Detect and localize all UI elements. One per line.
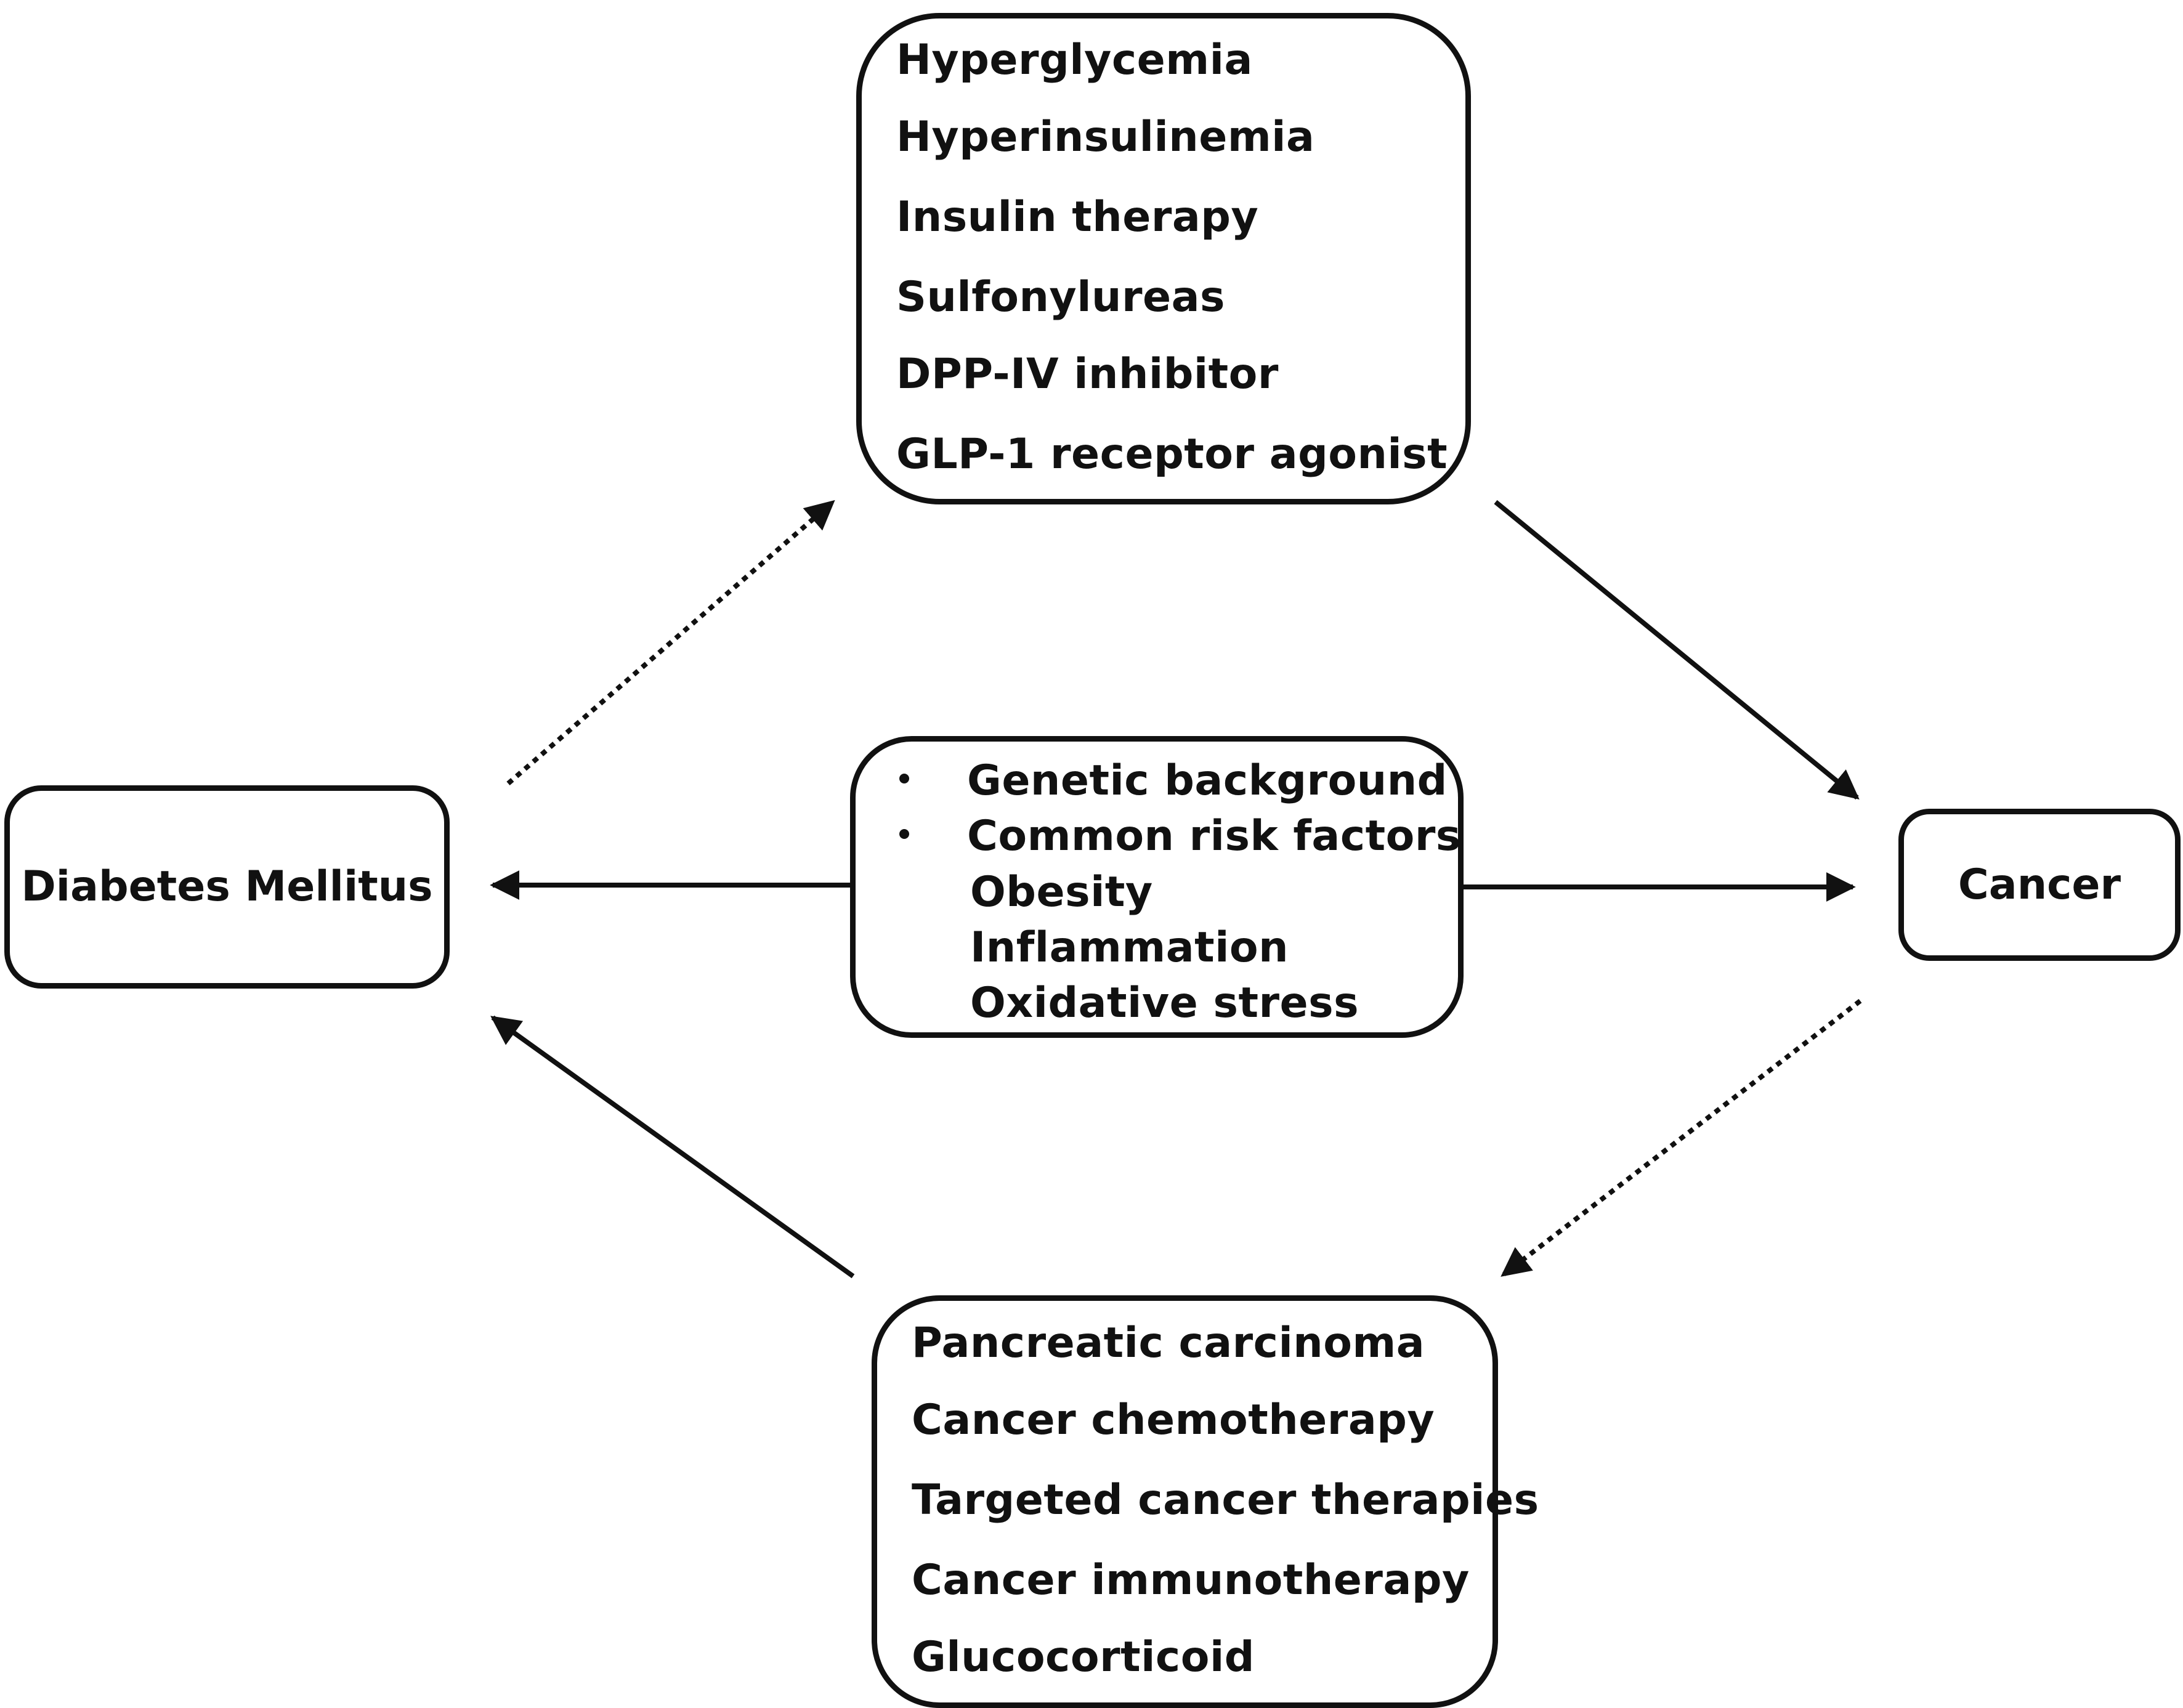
diabetes-factors-box: Hyperglycemia Hyperinsulinemia Insulin t… <box>856 13 1471 504</box>
diabetes-mellitus-node: Diabetes Mellitus <box>4 785 450 989</box>
arrow-diabetes-to-top-box <box>506 500 835 786</box>
top-box-item: Sulfonylureas <box>896 273 1225 322</box>
arrow-cancer-to-bottom-box <box>1501 998 1862 1277</box>
top-box-item: Insulin therapy <box>896 193 1259 241</box>
top-box-item: Hyperinsulinemia <box>896 113 1315 161</box>
bottom-box-item: Pancreatic carcinoma <box>912 1319 1425 1367</box>
cancer-factors-box: Pancreatic carcinoma Cancer chemotherapy… <box>872 1295 1539 1708</box>
middle-box-bullet: Common risk factors <box>967 812 1461 860</box>
shared-factors-box: Genetic background Common risk factors O… <box>850 736 1464 1038</box>
cancer-label: Cancer <box>1958 860 2121 909</box>
top-box-item: DPP-IV inhibitor <box>896 350 1279 399</box>
middle-box-sub-item: Obesity <box>970 868 1153 917</box>
bullet-icon <box>899 774 909 783</box>
cancer-node: Cancer <box>1898 809 2181 961</box>
middle-box-bullet: Genetic background <box>967 756 1448 805</box>
bottom-box-item: Cancer immunotherapy <box>912 1556 1470 1605</box>
middle-box-sub-item: Oxidative stress <box>970 979 1359 1027</box>
top-box-item: GLP-1 receptor agonist <box>896 430 1448 479</box>
bottom-box-item: Cancer chemotherapy <box>912 1396 1435 1444</box>
bottom-box-item: Targeted cancer therapies <box>912 1476 1539 1524</box>
bullet-icon <box>899 829 909 839</box>
top-box-item: Hyperglycemia <box>896 36 1253 84</box>
middle-box-sub-item: Inflammation <box>970 923 1289 972</box>
diabetes-mellitus-label: Diabetes Mellitus <box>21 862 433 911</box>
arrow-bottom-box-to-diabetes <box>490 1015 855 1279</box>
bottom-box-item: Glucocorticoid <box>912 1633 1255 1682</box>
arrow-top-box-to-cancer <box>1494 500 1860 800</box>
